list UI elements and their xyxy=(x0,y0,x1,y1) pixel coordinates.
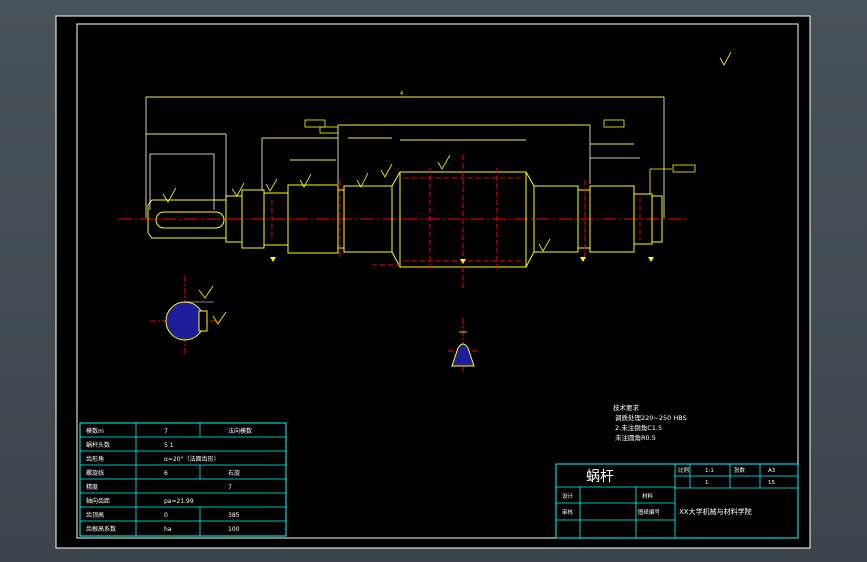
tooth-profile-detail xyxy=(448,318,478,372)
drawing-sheet xyxy=(55,15,811,549)
param-extra-1: 法向模数 xyxy=(228,427,252,435)
review-label: 审核 xyxy=(562,508,574,516)
school-name: XX大学机械与材料学院 xyxy=(679,507,752,516)
designer-label: 设计 xyxy=(562,492,574,500)
material-label: 材料 xyxy=(642,492,654,500)
tech-note-1: 调质处理220~250 HBS xyxy=(615,413,687,422)
param-value-6: pa=21.99 xyxy=(164,498,194,505)
shaft-outline-top xyxy=(147,171,663,206)
datum-marks xyxy=(270,257,654,264)
param-extra-7: 385 xyxy=(228,512,240,519)
param-value-8: ha xyxy=(164,526,172,533)
param-label-5: 精度 xyxy=(86,483,98,491)
param-value-2: 5 1 xyxy=(164,442,174,449)
param-table: 模数m 7 法向模数 蜗杆头数 5 1 齿形角 α=20°（法面齿形） 螺旋线 … xyxy=(79,422,287,537)
tolerance-frames xyxy=(304,119,696,173)
ratio-label: 比例 xyxy=(678,466,690,474)
dimension-lines-yellow xyxy=(146,96,672,194)
keyway-slot xyxy=(155,211,225,229)
dim-overall-length: 4 xyxy=(400,91,403,97)
param-label-3: 齿形角 xyxy=(86,455,104,463)
param-label-7: 齿顶高 xyxy=(86,511,104,519)
tech-notes: 技术要求 调质处理220~250 HBS 2.未注倒角C1.5 未注圆角R0.5 xyxy=(613,403,687,442)
param-value-4: 6 xyxy=(164,470,168,477)
param-label-1: 模数m xyxy=(86,427,104,435)
tech-note-3: 未注圆角R0.5 xyxy=(615,433,656,442)
ratio-value: 1:1 xyxy=(705,468,714,474)
page-value: 15 xyxy=(768,480,775,486)
param-value-1: 7 xyxy=(164,428,168,435)
count-value: 1 xyxy=(705,480,709,486)
drawing-number: 图纸编号 xyxy=(638,508,661,516)
param-extra-5: 7 xyxy=(228,484,232,491)
param-label-6: 轴向齿距 xyxy=(86,497,110,505)
param-label-2: 蜗杆头数 xyxy=(86,441,110,449)
param-label-8: 齿根高系数 xyxy=(86,525,116,533)
param-extra-4: 右旋 xyxy=(228,469,240,477)
title-block: 蜗杆 比例 1:1 张数 A3 1 15 设计 材料 审核 图纸编号 XX大学机… xyxy=(555,463,799,539)
tech-notes-title: 技术要求 xyxy=(613,403,640,412)
inner-frame xyxy=(76,23,799,539)
param-value-7: 0 xyxy=(164,512,168,519)
param-label-4: 螺旋线 xyxy=(86,469,104,477)
part-name: 蜗杆 xyxy=(586,469,614,485)
sheet-value: A3 xyxy=(768,468,776,474)
param-value-3: α=20°（法面齿形） xyxy=(164,455,220,463)
param-extra-8: 100 xyxy=(228,526,240,533)
shaft-outline-bottom xyxy=(147,232,663,268)
roughness-marks xyxy=(162,51,732,252)
sheet-label: 张数 xyxy=(734,466,746,474)
tech-note-2: 2.未注倒角C1.5 xyxy=(615,423,662,432)
key-section-view xyxy=(150,276,227,356)
